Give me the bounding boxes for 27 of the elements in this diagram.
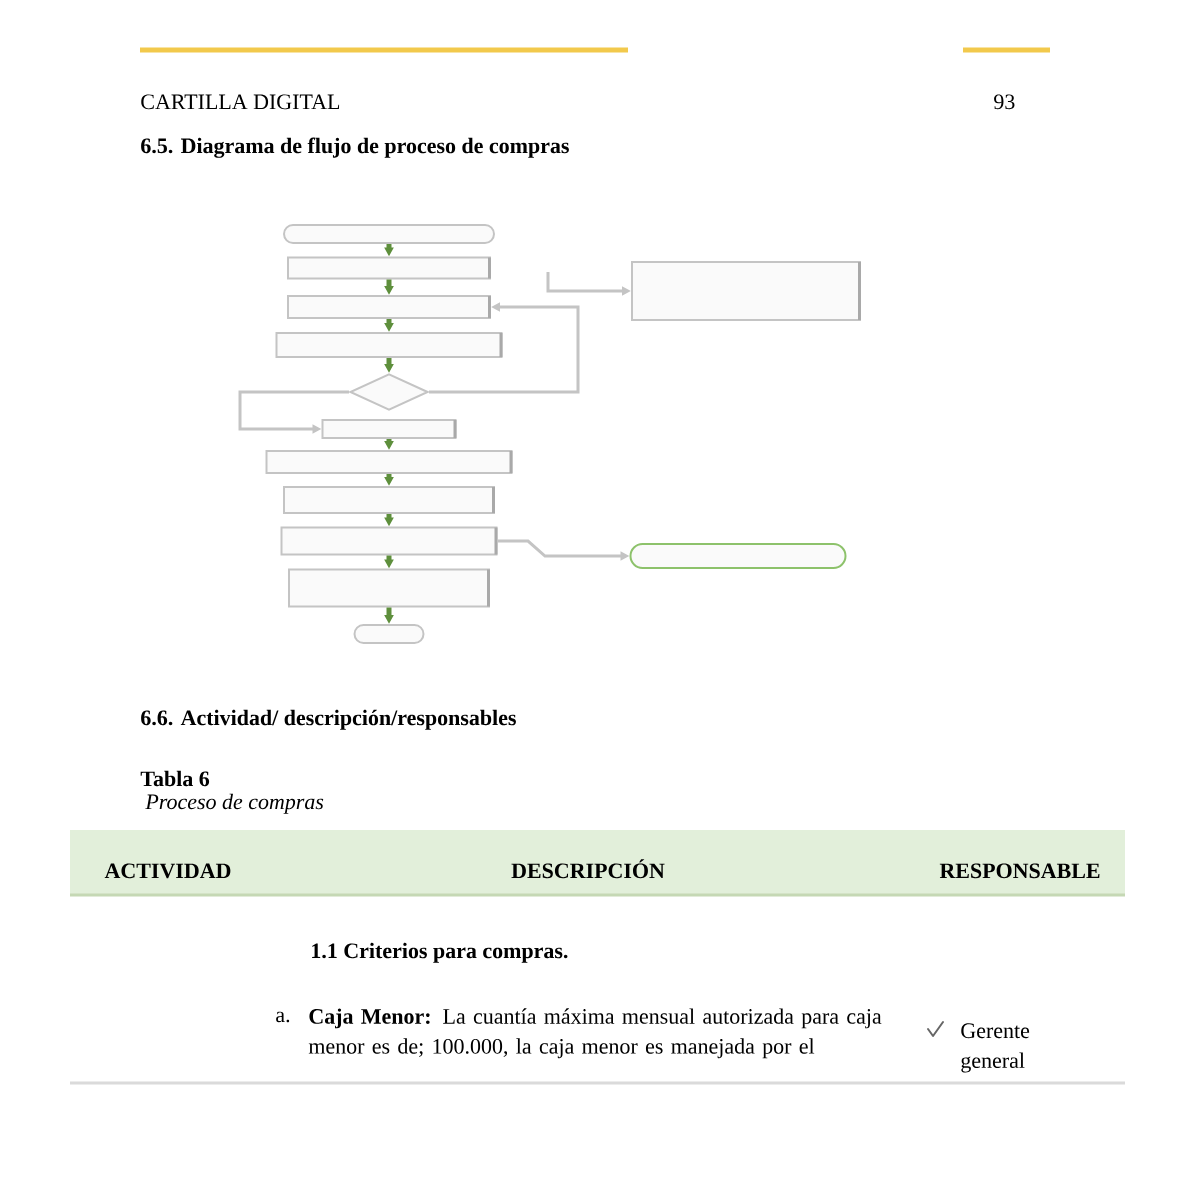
column-header: RESPONSABLE [939, 863, 1100, 879]
process-box [287, 256, 491, 280]
paragraph: Caja Menor: La cuantía máxima mensual autorizada para caja menor es de; 100.000, la caja menor es manejada por el [308, 1008, 882, 1059]
rounded-box [283, 224, 495, 244]
process-box [265, 450, 513, 474]
column-header: ACTIVIDAD [104, 863, 231, 879]
table-number: Tabla 6 [140, 770, 210, 787]
arrow [238, 390, 349, 434]
process-box [631, 261, 861, 321]
running-header: CARTILLA DIGITAL [141, 94, 340, 110]
table-title: Proceso de compras [145, 793, 324, 814]
process-box [287, 295, 491, 319]
section-heading: 6.5. Diagrama de flujo de proceso de compras [141, 137, 569, 158]
subheading: 1.1 Criterios para compras. [312, 942, 568, 963]
page-number: 93 [994, 94, 1015, 110]
list-marker: a. [276, 1011, 290, 1023]
process-box [280, 526, 498, 556]
cell-text: Gerente general [961, 1023, 1030, 1073]
column-header: DESCRIPCIÓN [511, 859, 665, 879]
arrow [429, 302, 580, 394]
process-box [275, 332, 503, 358]
process-box [321, 419, 457, 439]
rounded-box [353, 624, 425, 644]
process-box [288, 568, 490, 608]
section-heading: 6.6. Actividad/ descripción/responsables [141, 709, 516, 730]
process-box [283, 486, 495, 514]
rounded-box [629, 543, 847, 569]
